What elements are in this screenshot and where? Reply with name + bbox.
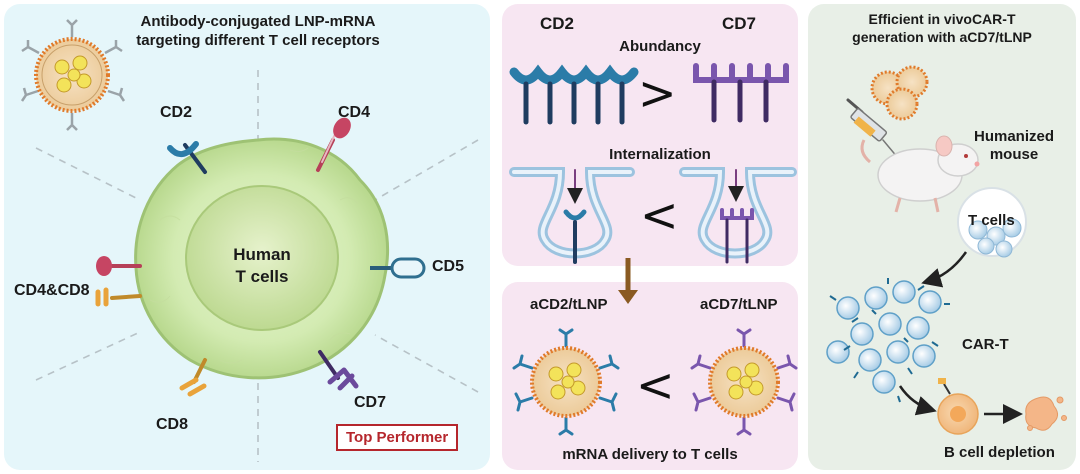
label-middle-cd7: CD7 xyxy=(722,14,757,33)
b-cell xyxy=(937,378,979,435)
lnp-cluster xyxy=(870,65,929,121)
label-cd5: CD5 xyxy=(432,258,465,275)
top-performer-badge: Top Performer xyxy=(336,424,459,451)
tcells-label: T cells xyxy=(968,212,1015,229)
receptor-cd2 xyxy=(167,141,207,174)
label-cd8: CD8 xyxy=(156,416,189,433)
label-acd7-lnp: aCD7/tLNP xyxy=(700,296,778,313)
abundancy-label: Abundancy xyxy=(619,38,701,55)
left-title-line2: targeting different T cell receptors xyxy=(136,32,380,49)
depleted-b-cell xyxy=(1025,396,1067,431)
transition-arrow xyxy=(618,258,638,304)
receptor-cd8 xyxy=(179,358,207,397)
receptor-cd4cd8 xyxy=(95,256,142,307)
car-t-receptors xyxy=(829,278,950,403)
lnp-icon xyxy=(20,19,126,131)
internalization-comparison: < xyxy=(640,188,679,242)
middle-bottom-panel-bg xyxy=(502,282,798,470)
label-cd2: CD2 xyxy=(160,104,193,121)
mouse-icon xyxy=(860,135,980,213)
cd2-abundant-receptors xyxy=(509,64,639,125)
human-t-cell xyxy=(134,137,390,380)
right-panel-title: Efficient in vivoCAR-T generation with a… xyxy=(832,10,1052,46)
receptor-cd4 xyxy=(316,117,351,172)
syringe-icon xyxy=(846,98,899,159)
tcells-circle xyxy=(957,187,1027,258)
arrow-to-cart xyxy=(921,251,968,288)
cd7-sparse-receptors xyxy=(693,63,789,123)
right-title-line1: Efficient in vivoCAR-T xyxy=(868,11,1016,27)
mouse-label: Humanized mouse xyxy=(966,128,1062,164)
label-cd4cd8: CD4&CD8 xyxy=(14,282,90,299)
right-title-line2: generation with aCD7/tLNP xyxy=(852,29,1032,45)
bcell-depletion-label: B cell depletion xyxy=(944,444,1055,461)
label-cd4: CD4 xyxy=(338,104,371,121)
mouse-label-line1: Humanized xyxy=(973,128,1054,145)
car-t-cluster xyxy=(826,280,942,394)
receptor-cd7 xyxy=(318,350,359,391)
internalization-label: Internalization xyxy=(609,146,711,163)
cart-label: CAR-T xyxy=(962,336,1009,353)
mouse-label-line2: mouse xyxy=(989,146,1039,163)
abundancy-comparison: > xyxy=(638,66,677,120)
cell-label-line1: Human xyxy=(233,245,291,264)
lnp-acd7 xyxy=(690,328,798,436)
radial-dividers xyxy=(35,70,479,462)
lnp-acd2 xyxy=(512,328,620,436)
receptor-cd5 xyxy=(370,257,426,279)
cell-label: Human T cells xyxy=(212,244,312,288)
label-cd7: CD7 xyxy=(354,394,387,411)
delivery-label: mRNA delivery to T cells xyxy=(562,446,738,463)
cell-label-line2: T cells xyxy=(235,267,289,286)
arrow-to-bcell xyxy=(898,385,937,416)
label-middle-cd2: CD2 xyxy=(540,14,575,33)
left-panel-title: Antibody-conjugated LNP-mRNA targeting d… xyxy=(100,12,416,50)
internalization-cd7 xyxy=(679,167,797,264)
internalization-cd2 xyxy=(509,167,635,264)
delivery-comparison: < xyxy=(636,358,675,412)
label-acd2-lnp: aCD2/tLNP xyxy=(530,296,608,313)
left-title-line1: Antibody-conjugated LNP-mRNA xyxy=(140,13,376,30)
